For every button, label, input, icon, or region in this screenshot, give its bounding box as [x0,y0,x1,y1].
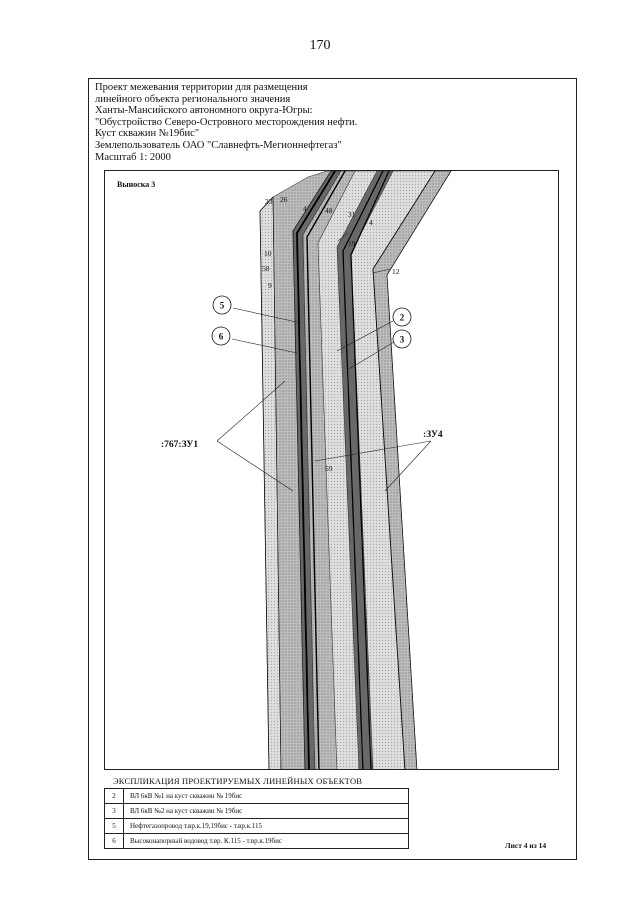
boundary-line [386,171,452,769]
point-label: 4 [369,218,373,227]
corridor-vl-1 [336,171,394,769]
point-label: 26 [280,195,288,204]
explication-table: 2 ВЛ 6кВ №1 на куст скважин № 19бис 3 ВЛ… [104,788,409,849]
row-name: ВЛ 6кВ №1 на куст скважин № 19бис [123,788,409,804]
boundary-line [272,196,282,769]
point-label: 12 [392,267,400,276]
object-marker-circle [392,329,412,349]
page-number: 170 [309,38,331,53]
point-label: 4 [303,205,307,213]
point-label: 10 [264,249,272,258]
scale-line: Масштаб 1: 2000 [95,151,171,163]
title-line: Проект межевания территории для размещен… [95,82,308,93]
row-number: 3 [104,803,124,819]
object-marker: 2 [400,313,405,323]
point-label: 23 [265,197,273,206]
object-marker-circle [211,326,231,346]
explication-title: ЭКСПЛИКАЦИЯ ПРОЕКТИРУЕМЫХ ЛИНЕЙНЫХ ОБЪЕК… [113,776,363,786]
table-row: 5 Нефтегазопровод т.вр.к.19,19бис - т.вр… [104,818,409,834]
parcel-label: :767:ЗУ1 [161,440,198,450]
land-user-line: Землепользователь ОАО "Славнефть-Мегионн… [95,139,342,151]
map-drawing: 5 6 2 3 :767:ЗУ1 :ЗУ4 23 26 4 48 31 4 19… [161,171,452,769]
row-number: 5 [104,818,124,834]
sheet-number: Лист 4 из 14 [505,841,547,850]
row-name: Высоконапорный водовод т.вр. К.115 - т.в… [123,833,409,849]
object-marker: 6 [219,332,224,342]
point-label: 58 [262,264,270,273]
water-line [306,171,346,769]
boundary-line [259,196,274,769]
callout-title: Выноска 3 [117,180,156,189]
point-label: 31 [348,210,356,219]
parcel-label: :ЗУ4 [423,430,443,440]
point-label: 19 [348,239,356,248]
drawing-frame [88,78,577,860]
row-name: ВЛ 6кВ №2 на куст скважин № 19бис [123,803,409,819]
object-marker-circle [212,295,232,315]
table-row: 3 ВЛ 6кВ №2 на куст скважин № 19бис [104,803,409,819]
vl-line [342,171,384,769]
title-line: Ханты-Мансийского автономного округа-Югр… [95,105,313,117]
table-row: 6 Высоконапорный водовод т.вр. К.115 - т… [104,833,409,849]
table-row: 2 ВЛ 6кВ №1 на куст скважин № 19бис [104,788,409,804]
object-marker: 3 [400,335,405,345]
corridor-zu4 [317,171,436,769]
point-label: 9 [268,281,272,290]
object-marker: 5 [220,301,225,311]
title-line: линейного объекта регионального значения [95,93,291,105]
point-label: 48 [325,206,333,215]
title-line: Куст скважин №19бис" [95,128,200,140]
row-name: Нефтегазопровод т.вр.к.19,19бис - т.вр.к… [123,818,409,834]
pipeline-line [296,171,336,769]
title-line: "Обустройство Северо-Островного месторож… [95,116,358,128]
vl-line [350,171,390,769]
row-number: 6 [104,833,124,849]
leader-lines [216,232,432,492]
point-label: 59 [325,464,333,473]
boundary-line [372,171,436,769]
row-number: 2 [104,788,124,804]
map-callout: 5 6 2 3 :767:ЗУ1 :ЗУ4 23 26 4 48 31 4 19… [104,170,559,770]
object-marker-circle [392,307,412,327]
title-block: Проект межевания территории для размещен… [95,82,565,163]
